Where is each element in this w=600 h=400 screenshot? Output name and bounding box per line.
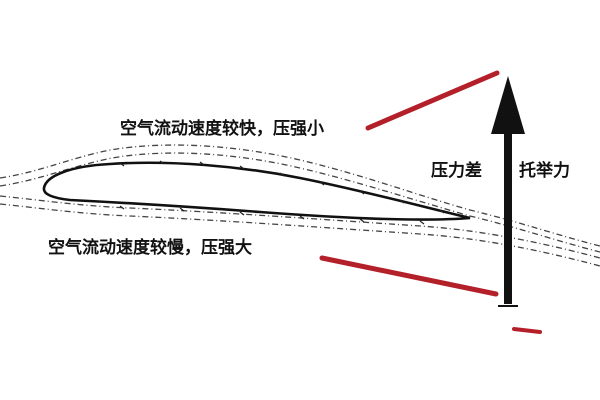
lower-pointer-line (319, 255, 499, 297)
pressure-difference-label: 压力差 (431, 161, 482, 181)
up-arrow-icon (491, 76, 525, 307)
surface-flow-ticks (119, 160, 445, 225)
lift-label: 托举力 (519, 161, 570, 181)
upper-pointer-line (365, 70, 500, 131)
airfoil-shape (42, 161, 471, 221)
base-red-mark (512, 327, 542, 334)
lower-surface-label: 空气流动速度较慢，压强大 (48, 238, 252, 258)
upper-surface-label: 空气流动速度较快，压强小 (120, 119, 324, 139)
